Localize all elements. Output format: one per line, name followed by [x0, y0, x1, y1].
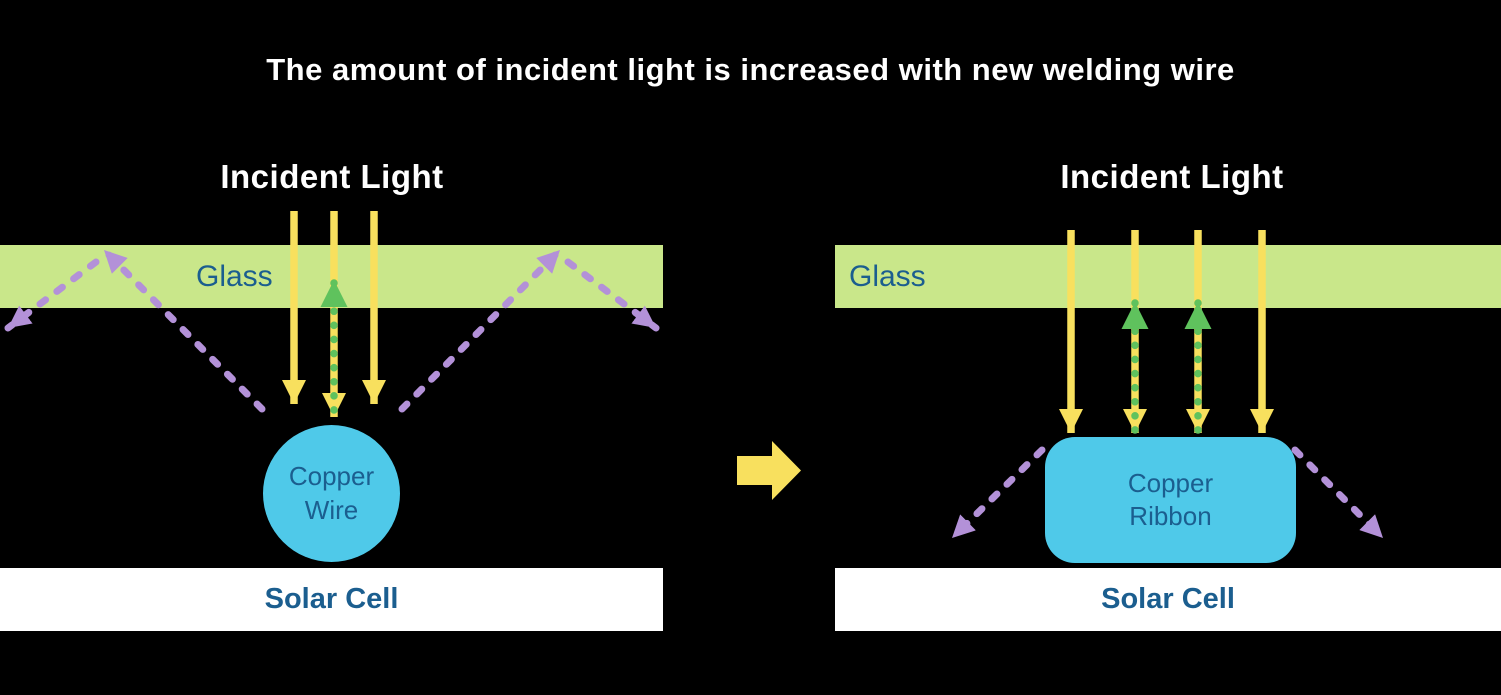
- copper-wire-label-line1: Copper: [288, 461, 375, 492]
- right-glass-band: [835, 245, 1501, 308]
- right-incident-light-heading: Incident Light: [1060, 158, 1284, 195]
- copper-ribbon-rect: Copper Ribbon: [1045, 437, 1296, 563]
- left-incident-light-heading: Incident Light: [220, 158, 444, 195]
- scattered-ray-icon: [948, 446, 1046, 542]
- right-solar-cell-label: Solar Cell: [1101, 583, 1235, 615]
- right-arrow-icon: [737, 441, 801, 500]
- left-incident-rays: [281, 211, 387, 417]
- scattered-ray-icon: [1291, 446, 1387, 542]
- left-solar-cell-label: Solar Cell: [264, 583, 399, 615]
- diagram-title: The amount of incident light is increase…: [266, 52, 1235, 87]
- right-glass-label: Glass: [849, 260, 926, 293]
- copper-wire-label-line2: Wire: [304, 494, 359, 525]
- left-solar-cell-band: Solar Cell: [0, 568, 663, 631]
- right-reflected-rays-green: [1121, 298, 1212, 434]
- left-glass-label: Glass: [196, 260, 273, 293]
- copper-wire-circle: Copper Wire: [263, 425, 400, 562]
- right-solar-cell-band: Solar Cell: [835, 568, 1501, 631]
- left-glass-band: [0, 245, 663, 308]
- copper-ribbon-label-line1: Copper: [1127, 467, 1214, 498]
- copper-ribbon-label-line2: Ribbon: [1129, 501, 1212, 531]
